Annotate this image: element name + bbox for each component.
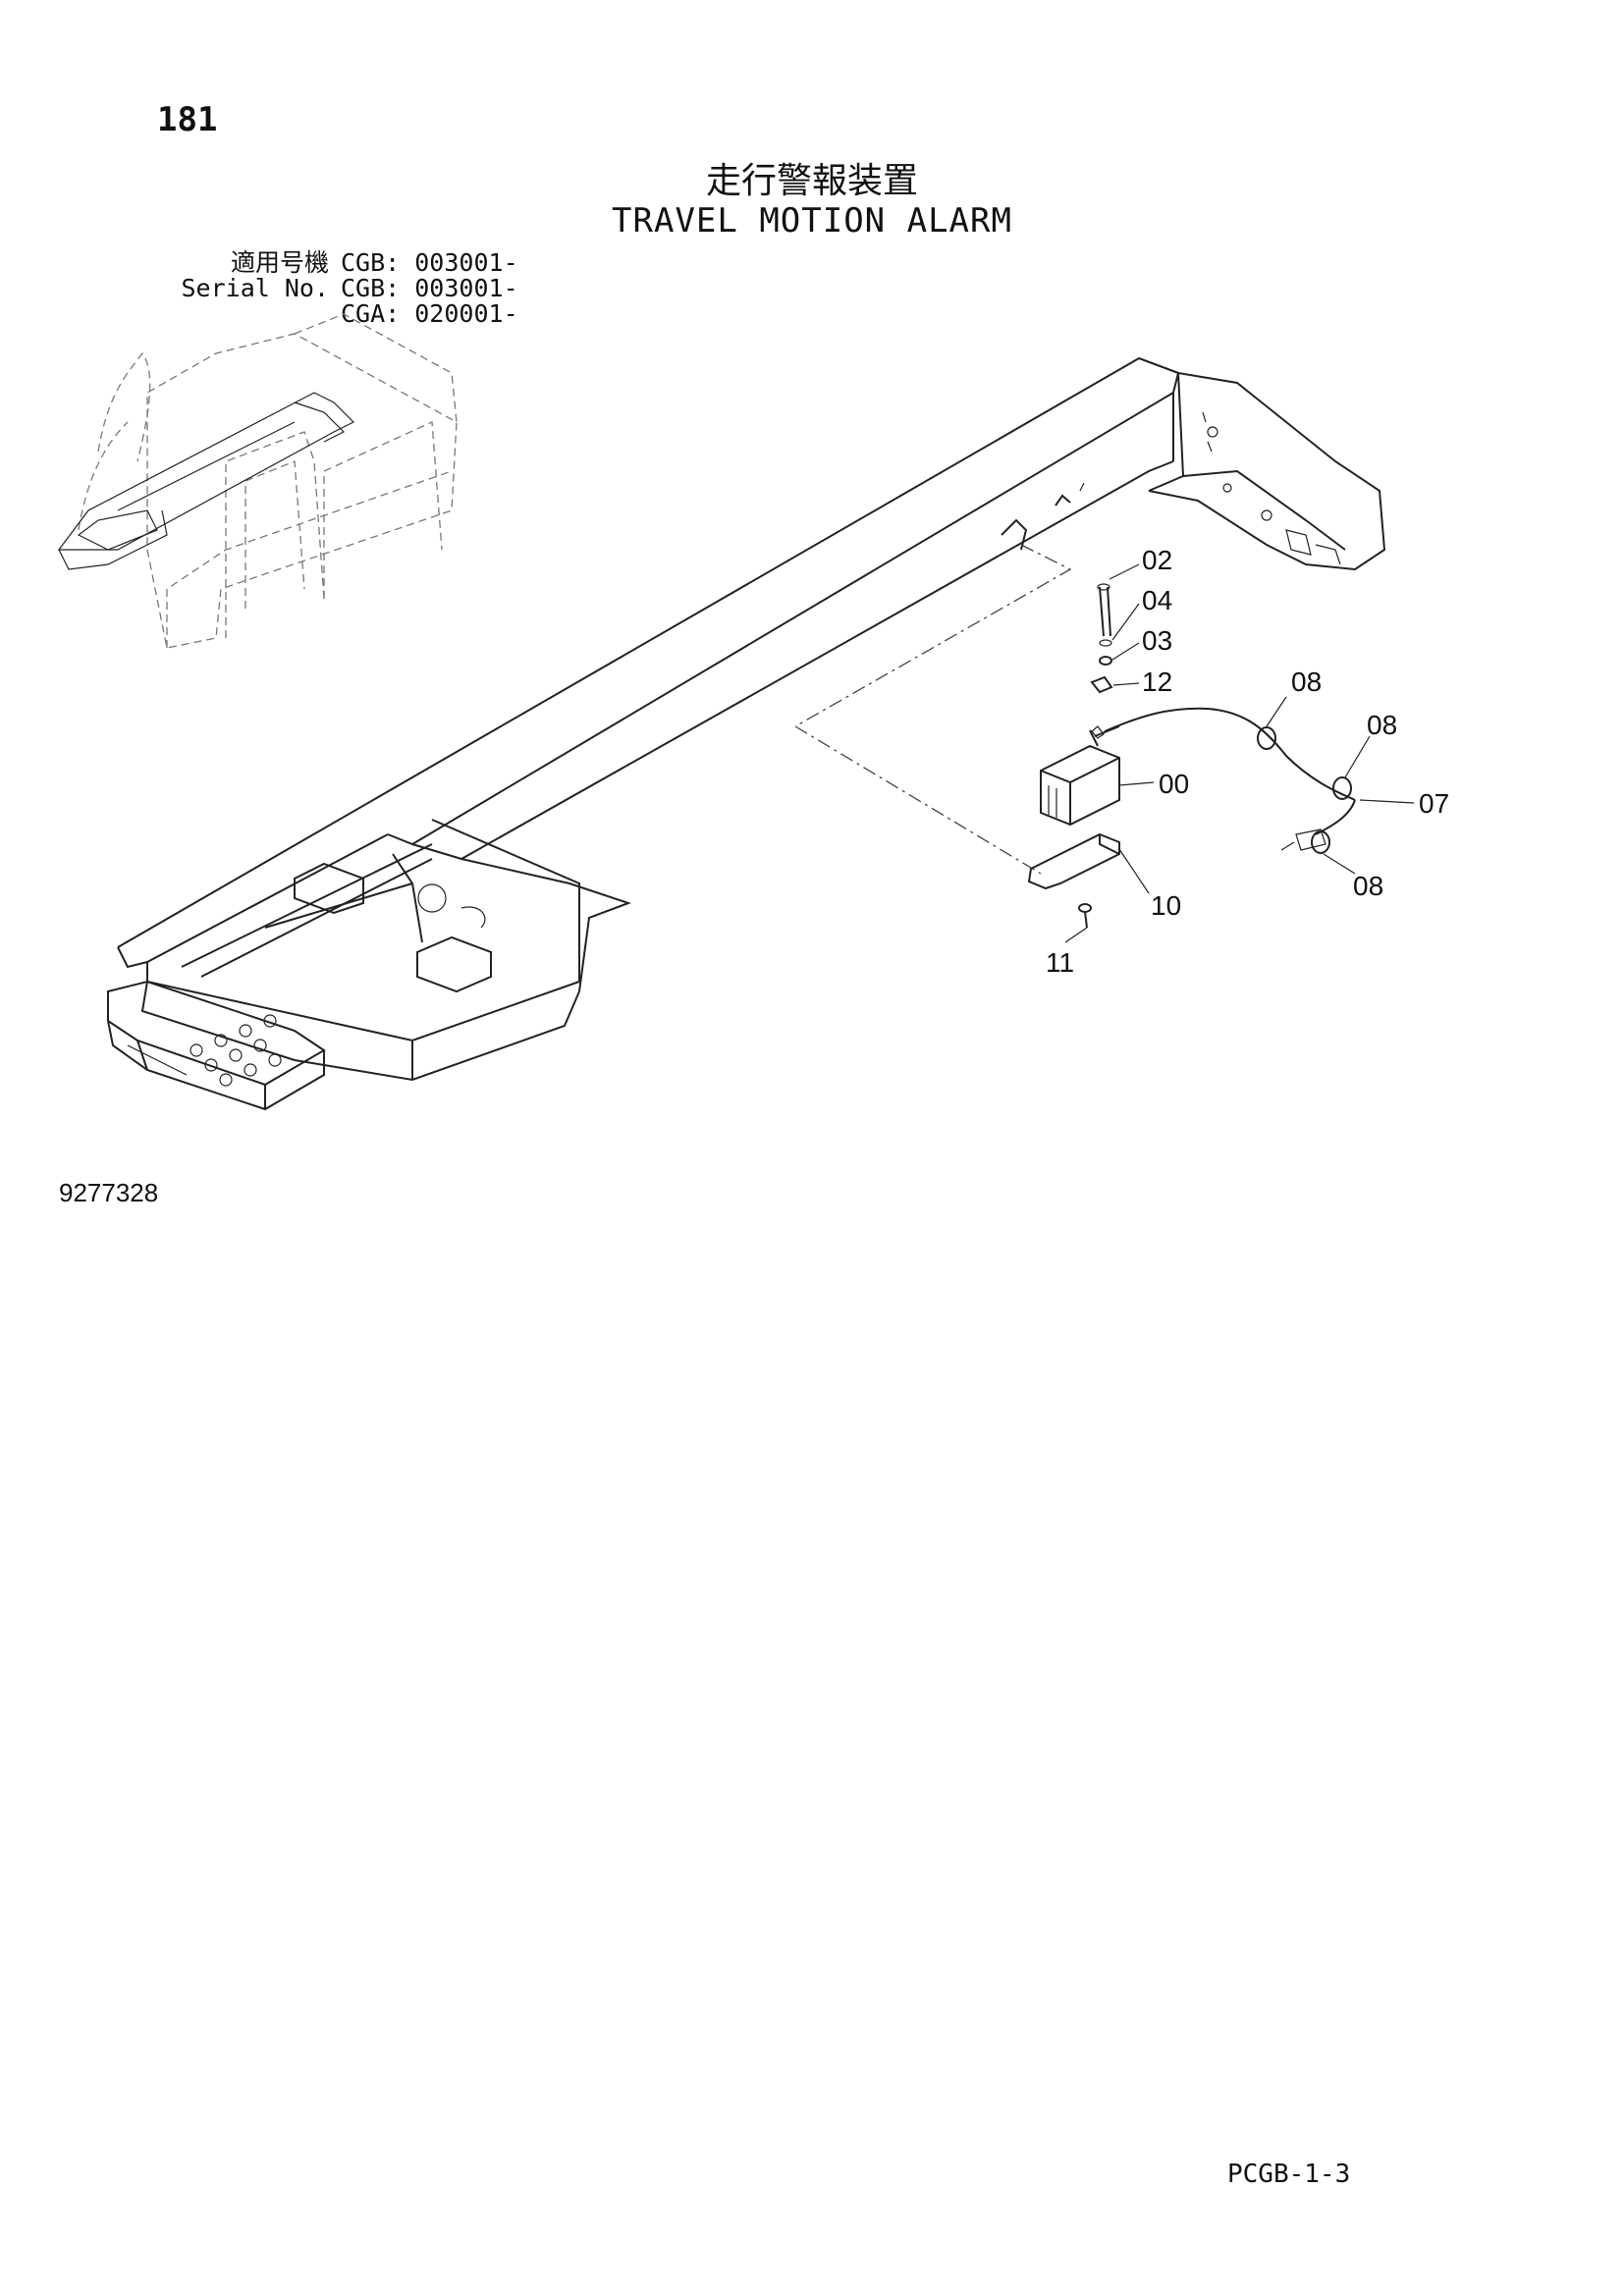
serial-row: CGA: 020001- <box>147 301 518 327</box>
callout-04: 04 <box>1142 585 1172 615</box>
serial-value: CGA: 020001- <box>341 299 518 328</box>
part-clamp-08 <box>1257 726 1352 854</box>
serial-row: 適用号機 CGB: 003001- <box>147 250 518 276</box>
serial-value: CGB: 003001- <box>341 248 518 277</box>
page-code: PCGB-1-3 <box>1227 2160 1351 2189</box>
title-english: TRAVEL MOTION ALARM <box>612 201 1012 240</box>
serial-info: 適用号機 CGB: 003001- Serial No. CGB: 003001… <box>147 250 518 327</box>
callout-00: 00 <box>1159 769 1189 799</box>
drawing-id: 9277328 <box>59 1178 159 1207</box>
part-screw-11 <box>1078 903 1092 929</box>
callout-12: 12 <box>1142 667 1172 697</box>
part-clip-12 <box>1090 675 1113 694</box>
title-japanese: 走行警報装置 <box>705 161 918 201</box>
serial-row: Serial No. CGB: 003001- <box>147 274 518 302</box>
part-nut-03 <box>1099 656 1112 666</box>
part-bolt-02 <box>1097 583 1111 637</box>
upper-frame <box>107 356 1386 1111</box>
page-number: 181 <box>157 100 218 139</box>
callout-03: 03 <box>1142 625 1172 656</box>
callout-10: 10 <box>1151 890 1181 921</box>
part-alarm-00 <box>1040 725 1120 827</box>
part-washer-04 <box>1099 639 1112 647</box>
callout-08-lower: 08 <box>1353 871 1383 901</box>
machine-locator-thumbnail <box>57 313 458 649</box>
leader-line <box>794 725 1042 875</box>
callout-08-middle: 08 <box>1367 710 1397 740</box>
callout-11: 11 <box>1046 947 1074 978</box>
part-harness-07 <box>1089 707 1356 851</box>
serial-label: 適用号機 <box>230 248 329 277</box>
callout-02: 02 <box>1142 545 1172 575</box>
leader-line <box>794 544 1072 727</box>
serial-label: Serial No. <box>181 274 329 302</box>
callout-08-upper: 08 <box>1291 667 1322 697</box>
part-bracket-10 <box>1027 832 1120 890</box>
callout-leaders <box>1064 563 1415 943</box>
serial-value: CGB: 003001- <box>341 274 518 302</box>
callout-07: 07 <box>1419 788 1449 819</box>
